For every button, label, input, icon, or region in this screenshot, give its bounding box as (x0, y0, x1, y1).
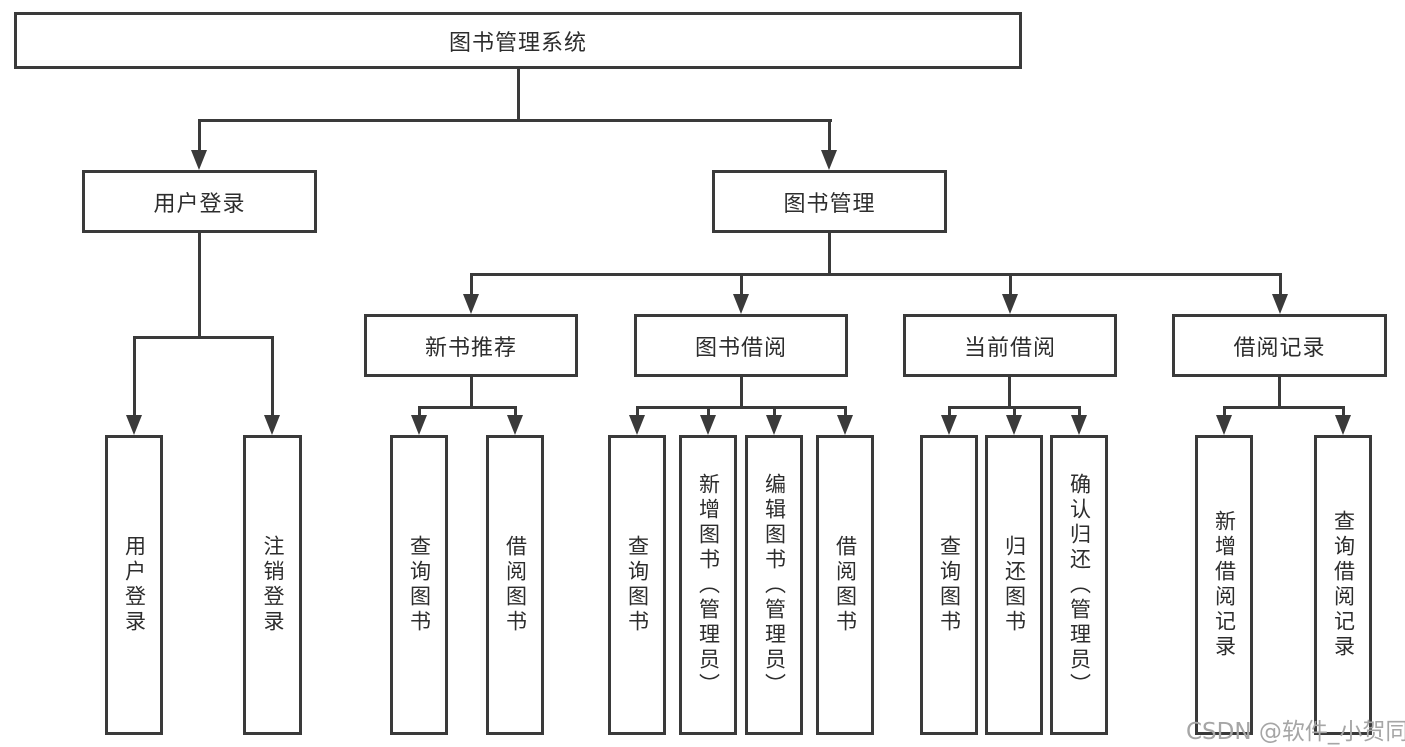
leaf-current-query: 查询图书 (920, 435, 978, 735)
arrowhead-down-icon (700, 415, 716, 435)
line (133, 336, 136, 417)
line (198, 119, 832, 122)
arrowhead-down-icon (411, 415, 427, 435)
line (418, 406, 421, 417)
arrowhead-down-icon (126, 415, 142, 435)
arrowhead-down-icon (1071, 415, 1087, 435)
node-book-management: 图书管理 (712, 170, 947, 233)
line (1223, 406, 1226, 417)
arrowhead-down-icon (191, 150, 207, 170)
line (1008, 377, 1011, 408)
arrowhead-down-icon (1335, 415, 1351, 435)
line (1223, 406, 1345, 409)
line (636, 406, 847, 409)
leaf-newbook-query: 查询图书 (390, 435, 448, 735)
leaf-user-login: 用户登录 (105, 435, 163, 735)
leaf-borrow-add-admin: 新增图书（管理员） (679, 435, 737, 735)
line (636, 406, 639, 417)
line (773, 406, 776, 417)
arrowhead-down-icon (733, 294, 749, 314)
leaf-newbook-borrow: 借阅图书 (486, 435, 544, 735)
leaf-record-add: 新增借阅记录 (1195, 435, 1253, 735)
line (1278, 377, 1281, 408)
line (1342, 406, 1345, 417)
line (844, 406, 847, 417)
arrowhead-down-icon (463, 294, 479, 314)
line (828, 233, 831, 275)
csdn-watermark: CSDN @软件_小贺同学 (1186, 719, 1405, 745)
node-user-login: 用户登录 (82, 170, 317, 233)
line (133, 336, 274, 339)
line (198, 233, 201, 338)
line (1078, 406, 1081, 417)
node-book-borrow: 图书借阅 (634, 314, 848, 377)
node-borrow-record: 借阅记录 (1172, 314, 1387, 377)
line (1013, 406, 1016, 417)
node-new-book-recommend: 新书推荐 (364, 314, 578, 377)
arrowhead-down-icon (941, 415, 957, 435)
line (514, 406, 517, 417)
arrowhead-down-icon (837, 415, 853, 435)
node-current-borrow: 当前借阅 (903, 314, 1117, 377)
line (271, 336, 274, 417)
line (828, 119, 831, 152)
arrowhead-down-icon (1272, 294, 1288, 314)
arrowhead-down-icon (821, 150, 837, 170)
arrowhead-down-icon (1006, 415, 1022, 435)
line (740, 273, 743, 296)
line (198, 119, 201, 152)
leaf-current-return: 归还图书 (985, 435, 1043, 735)
line (948, 406, 951, 417)
arrowhead-down-icon (1216, 415, 1232, 435)
line (470, 273, 1282, 276)
leaf-record-query: 查询借阅记录 (1314, 435, 1372, 735)
line (470, 273, 473, 296)
leaf-borrow-query: 查询图书 (608, 435, 666, 735)
line (470, 377, 473, 408)
arrowhead-down-icon (629, 415, 645, 435)
line (707, 406, 710, 417)
node-root-library-system: 图书管理系统 (14, 12, 1022, 69)
leaf-current-confirm-admin: 确认归还（管理员） (1050, 435, 1108, 735)
arrowhead-down-icon (1002, 294, 1018, 314)
line (517, 68, 520, 121)
line (740, 377, 743, 408)
arrowhead-down-icon (264, 415, 280, 435)
arrowhead-down-icon (766, 415, 782, 435)
arrowhead-down-icon (507, 415, 523, 435)
leaf-logout: 注销登录 (243, 435, 302, 735)
line (1279, 273, 1282, 296)
leaf-borrow-borrow: 借阅图书 (816, 435, 874, 735)
leaf-borrow-edit-admin: 编辑图书（管理员） (745, 435, 803, 735)
line (1009, 273, 1012, 296)
line (418, 406, 517, 409)
